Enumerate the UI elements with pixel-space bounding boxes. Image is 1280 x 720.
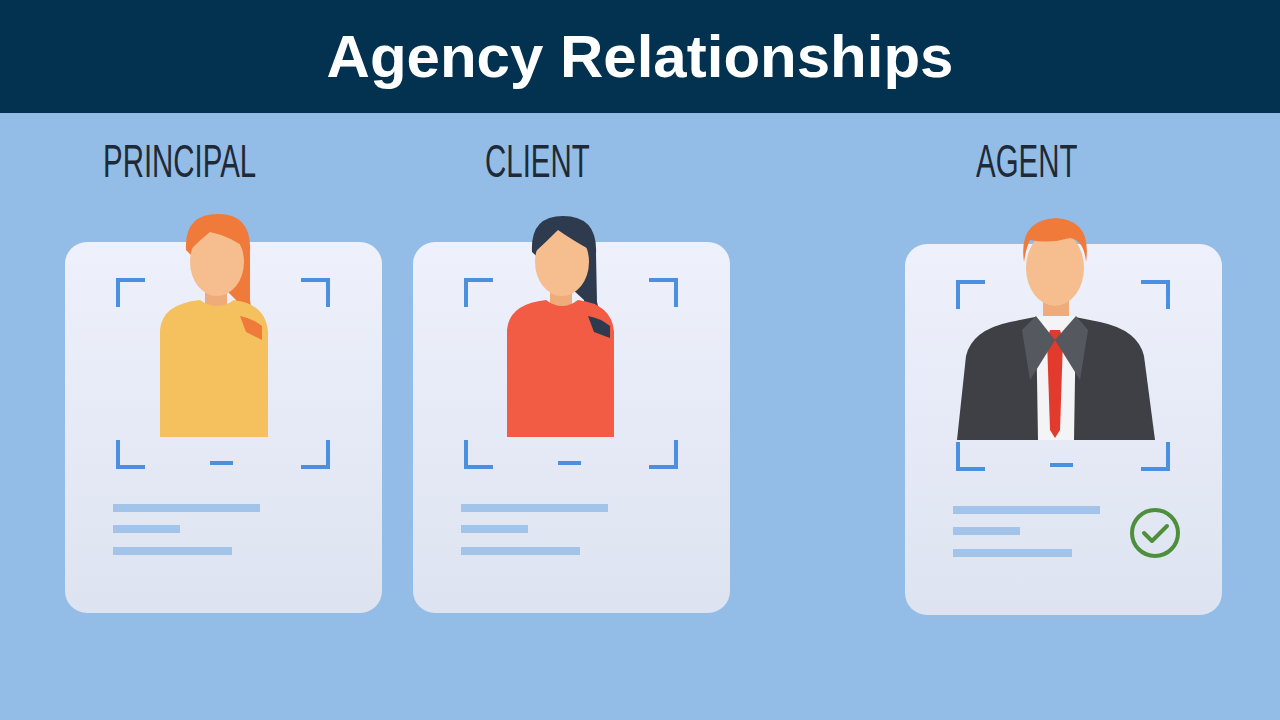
role-card: AGENT [905, 128, 1222, 616]
role-label: CLIENT [485, 138, 590, 184]
card [413, 242, 730, 613]
role-card: PRINCIPAL [65, 128, 382, 613]
card [65, 242, 382, 613]
title: Agency Relationships [0, 0, 1280, 113]
client-figure [507, 216, 614, 437]
role-label: PRINCIPAL [103, 138, 256, 184]
agent-figure [957, 218, 1155, 440]
title-bar [0, 0, 1280, 113]
role-label: AGENT [976, 138, 1077, 184]
role-card: CLIENT [413, 128, 730, 613]
principal-figure [160, 214, 268, 437]
